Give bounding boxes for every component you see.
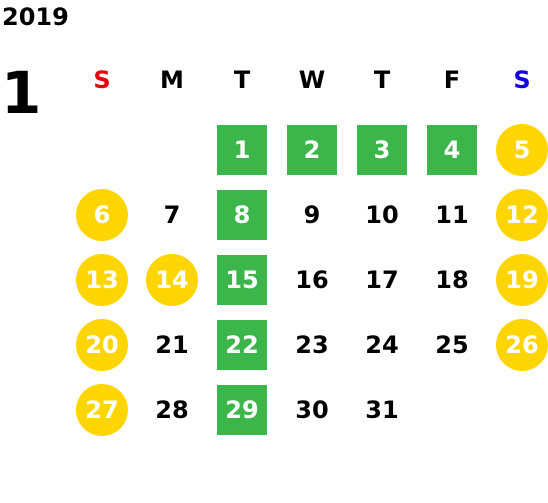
day-23: 23 — [295, 331, 329, 359]
day-13: 13 — [76, 254, 128, 306]
weekday-tuesday: T — [233, 66, 251, 94]
weekday-wednesday: W — [298, 66, 326, 94]
day-9: 9 — [303, 201, 321, 229]
weekday-saturday: S — [513, 66, 531, 94]
day-6: 6 — [76, 189, 128, 241]
day-22: 22 — [217, 320, 267, 370]
day-4: 4 — [427, 125, 477, 175]
day-26: 26 — [496, 319, 548, 371]
weekday-friday: F — [443, 66, 461, 94]
day-16: 16 — [295, 266, 329, 294]
day-1: 1 — [217, 125, 267, 175]
day-2: 2 — [287, 125, 337, 175]
day-27: 27 — [76, 384, 128, 436]
day-29: 29 — [217, 385, 267, 435]
day-7: 7 — [163, 201, 181, 229]
month-number: 1 — [1, 59, 42, 127]
day-25: 25 — [435, 331, 469, 359]
day-3: 3 — [357, 125, 407, 175]
day-5: 5 — [496, 124, 548, 176]
day-15: 15 — [217, 255, 267, 305]
day-8: 8 — [217, 190, 267, 240]
day-17: 17 — [365, 266, 399, 294]
day-21: 21 — [155, 331, 189, 359]
day-11: 11 — [435, 201, 469, 229]
day-28: 28 — [155, 396, 189, 424]
day-19: 19 — [496, 254, 548, 306]
day-18: 18 — [435, 266, 469, 294]
weekday-sunday: S — [93, 66, 111, 94]
day-10: 10 — [365, 201, 399, 229]
weekday-monday: M — [160, 66, 184, 94]
day-12: 12 — [496, 189, 548, 241]
day-31: 31 — [365, 396, 399, 424]
weekday-thursday: T — [373, 66, 391, 94]
year-label: 2019 — [2, 3, 69, 31]
day-30: 30 — [295, 396, 329, 424]
day-24: 24 — [365, 331, 399, 359]
day-20: 20 — [76, 319, 128, 371]
day-14: 14 — [146, 254, 198, 306]
